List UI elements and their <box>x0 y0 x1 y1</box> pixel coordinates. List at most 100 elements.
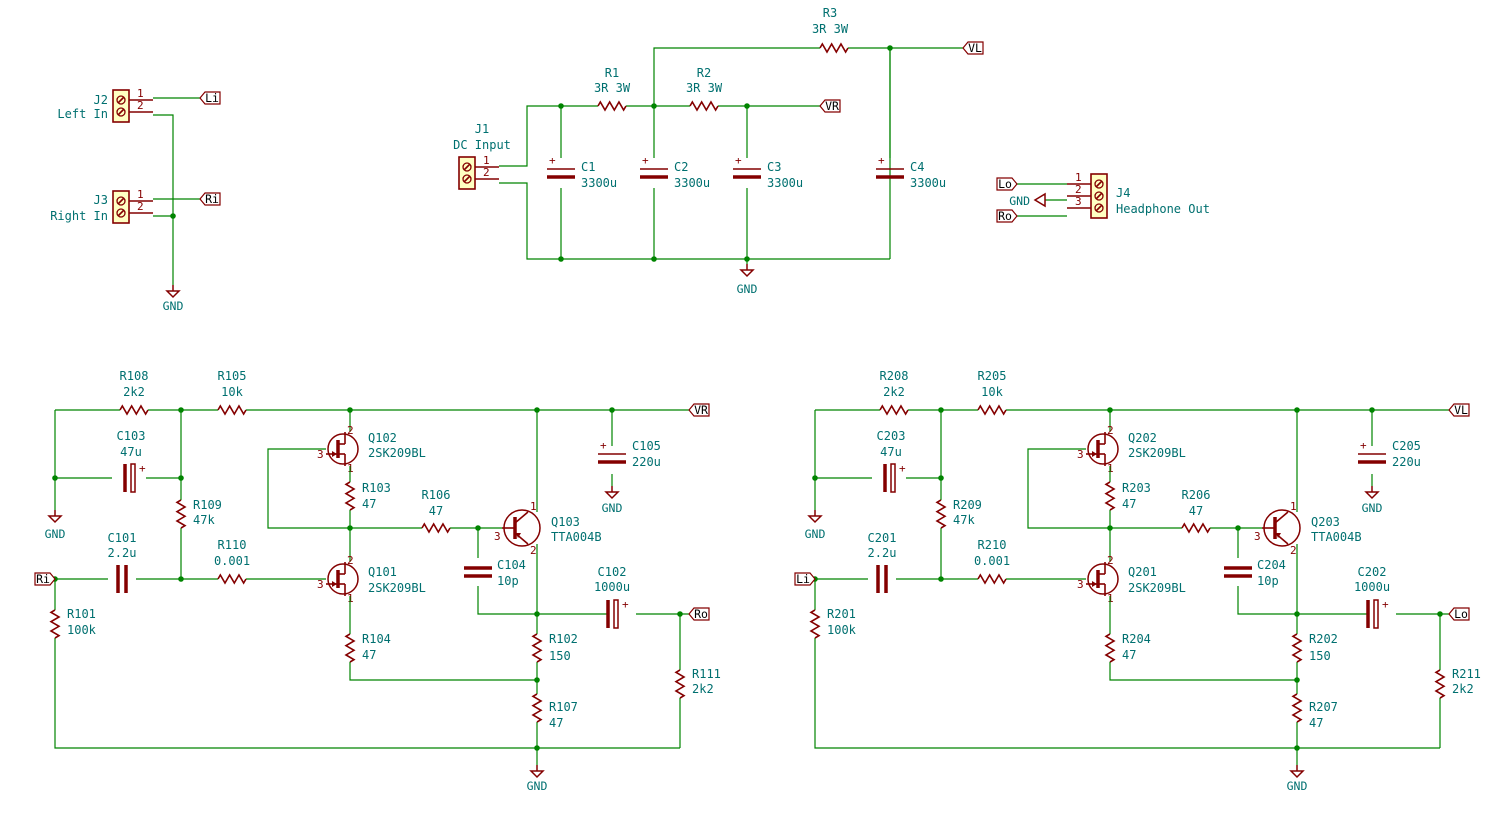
wire <box>814 638 1440 749</box>
junction-dot <box>609 407 615 413</box>
svg-text:3: 3 <box>317 448 324 461</box>
li-net-label-ch: Li <box>794 572 816 586</box>
svg-text:+: + <box>600 439 607 452</box>
c102-ref: C102 <box>598 565 627 579</box>
r107-resistor <box>1291 693 1303 723</box>
c2-ref: C2 <box>674 160 688 174</box>
svg-text:2: 2 <box>1107 424 1114 437</box>
svg-text:2: 2 <box>1290 544 1297 557</box>
junction-dot <box>1294 677 1300 683</box>
c103-ref: C103 <box>117 429 146 443</box>
j2-li-label: Li <box>199 91 221 105</box>
vl-net-label-text: VL <box>968 41 982 55</box>
r101-value: 100k <box>827 623 857 637</box>
j1-dc-input-connector: 12 <box>458 154 499 190</box>
j3-value: Right In <box>50 209 108 223</box>
gnd-label-supply: GND <box>737 282 758 296</box>
svg-text:+: + <box>878 154 885 167</box>
wire <box>153 114 174 285</box>
r106-value: 47 <box>429 504 443 518</box>
r109-ref: R109 <box>193 498 222 512</box>
q101-ref: Q101 <box>368 565 397 579</box>
r104-value: 47 <box>1122 648 1136 662</box>
gnd-symbol-c105 <box>1364 486 1380 500</box>
junction-dot <box>534 677 540 683</box>
vr-net-label-ch-text: VR <box>694 403 708 417</box>
lo-net-label-ch: Lo <box>1448 607 1470 621</box>
gnd-symbol-c105 <box>604 486 620 500</box>
c102-value: 1000u <box>1354 580 1390 594</box>
r3-ref: R3 <box>823 6 837 20</box>
r2-value: 3R 3W <box>686 81 723 95</box>
j4-headphone-out-connector-pin-1: 1 <box>1075 171 1082 184</box>
c105-value: 220u <box>632 455 661 469</box>
r105-resistor <box>977 404 1007 416</box>
r111-ref: R211 <box>1452 667 1481 681</box>
r109-value: 47k <box>193 513 215 527</box>
gnd-symbol-ch-left <box>47 510 63 524</box>
r105-resistor <box>217 404 247 416</box>
gnd-symbol-ch-out <box>529 765 545 779</box>
svg-text:+: + <box>549 154 556 167</box>
gnd-symbol-supply <box>739 264 755 278</box>
svg-text:+: + <box>735 154 742 167</box>
j2-left-in-connector-pin-2: 2 <box>137 99 144 112</box>
c105-ref: C105 <box>632 439 661 453</box>
c4-value: 3300u <box>910 176 946 190</box>
junction-dot <box>1294 745 1300 751</box>
junction-dot <box>1369 407 1375 413</box>
j4-lo-label-text: Lo <box>998 177 1012 191</box>
gnd-label-ch-out: GND <box>527 779 548 793</box>
junction-dot <box>52 475 58 481</box>
svg-text:+: + <box>899 462 906 475</box>
r1-value: 3R 3W <box>594 81 631 95</box>
c101-capacitor <box>116 565 128 593</box>
q101-ref: Q201 <box>1128 565 1157 579</box>
wire <box>1109 662 1297 681</box>
c1-value: 3300u <box>581 176 617 190</box>
j3-ref: J3 <box>94 193 108 207</box>
j1-dc-input-connector-pin-2: 2 <box>483 166 490 179</box>
gnd-symbol-j4 <box>1033 192 1046 208</box>
c3-capacitor: + <box>733 154 761 179</box>
q103-transistor: 123 <box>1254 500 1301 557</box>
c101-ref: C201 <box>868 531 897 545</box>
gnd-label-c105: GND <box>1362 501 1383 515</box>
junction-dot <box>178 475 184 481</box>
q103-transistor: 123 <box>494 500 541 557</box>
j3-ri-label: Ri <box>199 192 221 206</box>
q101-jfet: 213 <box>317 554 359 605</box>
r110-ref: R110 <box>218 538 247 552</box>
r109-resistor <box>175 499 187 529</box>
svg-text:3: 3 <box>1077 578 1084 591</box>
c3-ref: C3 <box>767 160 781 174</box>
c4-ref: C4 <box>910 160 924 174</box>
c103-capacitor: + <box>883 462 906 493</box>
q103-value: TTA004B <box>551 530 602 544</box>
c105-ref: C205 <box>1392 439 1421 453</box>
junction-dot <box>170 213 176 219</box>
r111-resistor <box>674 669 686 699</box>
svg-text:+: + <box>622 598 629 611</box>
j2-left-in-connector-pin-1: 1 <box>137 87 144 100</box>
gnd-label-j4: GND <box>1009 194 1030 208</box>
gnd-symbol-ch-out <box>1289 765 1305 779</box>
r102-value: 150 <box>549 649 571 663</box>
c104-ref: C204 <box>1257 558 1286 572</box>
q103-ref: Q203 <box>1311 515 1340 529</box>
vr-net-label: VR <box>819 99 841 113</box>
c102-capacitor: + <box>606 598 629 629</box>
r101-ref: R201 <box>827 607 856 621</box>
r108-resistor <box>119 404 149 416</box>
junction-dot <box>1294 407 1300 413</box>
j2-value: Left In <box>57 107 108 121</box>
r110-value: 0.001 <box>974 554 1010 568</box>
junction-dot <box>178 576 184 582</box>
wire <box>54 638 680 749</box>
c104-capacitor <box>1224 566 1252 578</box>
j2-ref: J2 <box>94 93 108 107</box>
vl-net-label: VL <box>962 41 984 55</box>
r101-resistor <box>49 609 61 639</box>
